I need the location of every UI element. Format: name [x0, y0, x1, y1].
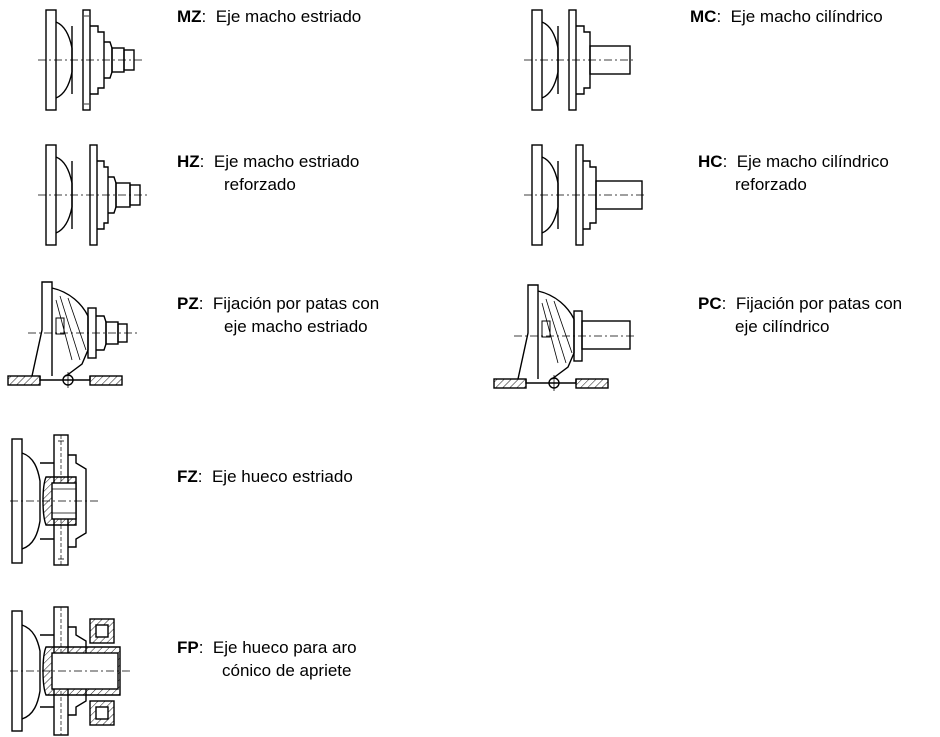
option-hz-label: HZ: Eje macho estriado reforzado — [177, 152, 360, 194]
reinforced-cylindrical-shaft-drawing — [524, 143, 649, 248]
option-fz-label: FZ: Eje hueco estriado — [177, 467, 353, 486]
splined-shaft-flange-drawing — [38, 8, 148, 113]
cylindrical-shaft-flange-drawing — [524, 8, 644, 113]
hollow-shaft-shrink-disc-drawing — [10, 605, 140, 737]
hollow-splined-shaft-drawing — [10, 433, 120, 568]
foot-mount-cylindrical-drawing — [493, 283, 644, 398]
option-hc-label: HC: Eje macho cilíndrico reforzado — [698, 152, 889, 194]
option-pc-label: PC: Fijación por patas con eje cilíndric… — [698, 294, 903, 336]
reinforced-splined-shaft-drawing — [38, 143, 153, 248]
option-fp-label: FP: Eje hueco para aro cónico de apriete — [177, 638, 357, 680]
option-mc-label: MC: Eje macho cilíndrico — [690, 7, 883, 26]
option-pz-label: PZ: Fijación por patas con eje macho est… — [177, 294, 380, 336]
foot-mount-splined-drawing — [7, 280, 153, 395]
option-mz-label: MZ: Eje macho estriado — [177, 7, 362, 26]
